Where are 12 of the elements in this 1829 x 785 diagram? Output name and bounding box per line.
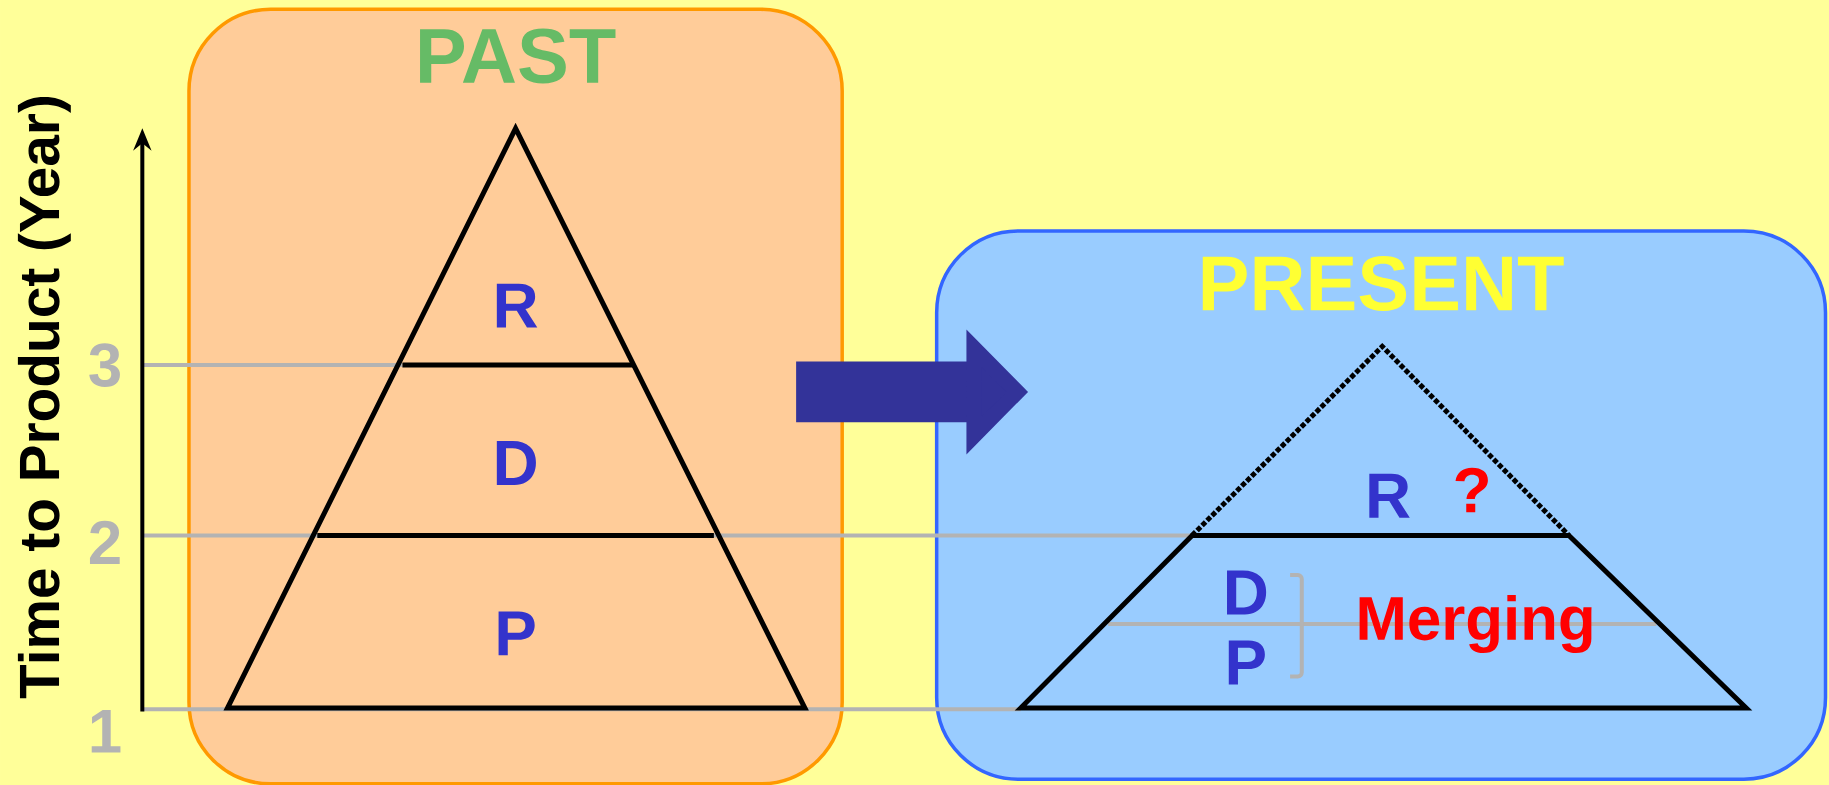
tick-label: 3: [89, 343, 120, 387]
merging-label: Merging: [1359, 595, 1592, 653]
layer-letter: R: [1369, 473, 1410, 518]
layer-letter: D: [496, 441, 536, 485]
layer-letter: R: [496, 283, 538, 328]
layer-letter: P: [1228, 640, 1265, 685]
question-mark: ?: [1455, 467, 1488, 513]
layer-letter: P: [498, 611, 535, 656]
layer-letter: D: [1227, 570, 1267, 615]
tick-label: 1: [91, 710, 121, 753]
tick-label: 2: [89, 520, 120, 564]
axis-label: Time to Product (Year): [17, 97, 71, 699]
